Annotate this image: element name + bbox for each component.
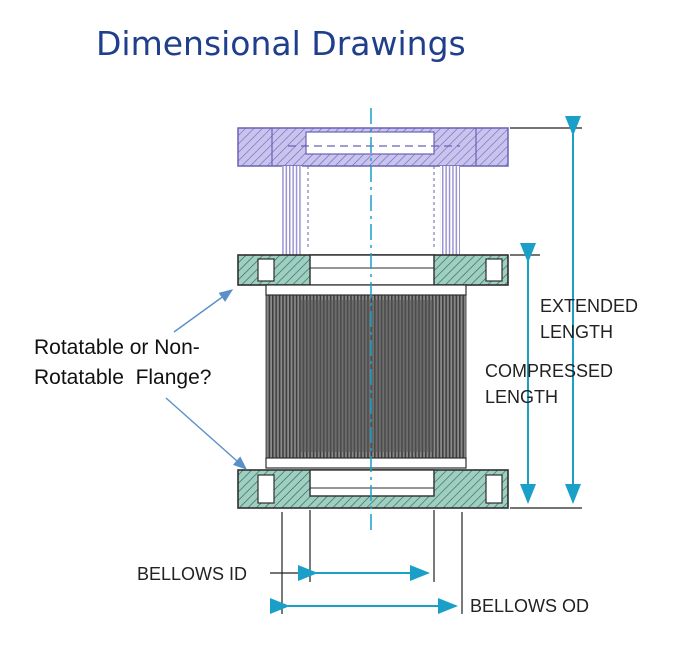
bellows-od-dimension [270,512,463,614]
page-title: Dimensional Drawings [96,24,466,63]
extended-flange-ghost [237,127,509,262]
compressed-length-label: COMPRESSED LENGTH [485,358,613,410]
bellows-convolutions [265,292,467,460]
compressed-label-line-1: COMPRESSED [485,361,614,381]
extended-label-line-1: EXTENDED [540,296,639,316]
bellows-id-label: BELLOWS ID [137,564,248,584]
bellows-od-label: BELLOWS OD [470,596,590,616]
flange-question-callout: Rotatable or Non- Rotatable Flange? [34,333,211,393]
compressed-label-line-2: LENGTH [485,387,559,407]
callout-arrow-top [173,289,234,333]
callout-arrow-bottom [165,397,248,470]
compressed-length-dimension [510,243,540,504]
callout-line-2: Rotatable Flange? [34,366,212,389]
top-flange [237,254,509,296]
extended-label-line-2: LENGTH [540,322,614,342]
extended-length-dimension [510,116,582,509]
bottom-flange [237,457,509,509]
callout-line-1: Rotatable or Non- [34,336,200,359]
extended-length-label: EXTENDED LENGTH [540,293,638,345]
bellows-id-dimension [270,510,435,582]
